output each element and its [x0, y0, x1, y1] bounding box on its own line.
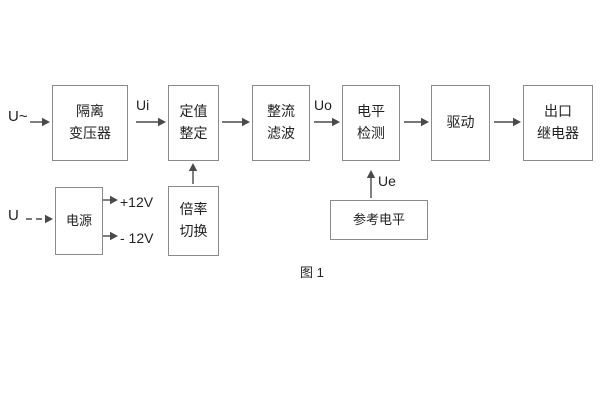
block-multiplier-switch: 倍率切换 [168, 186, 219, 256]
connector-level-to-drive [404, 117, 429, 127]
block-setting-value: 定值整定 [168, 85, 219, 161]
block-label-line: 整定 [179, 125, 208, 141]
label-signal-ui: Ui [136, 97, 150, 113]
block-label-line: 电平 [357, 103, 385, 120]
block-label-line: 隔离 [76, 103, 104, 120]
connector-dc-in-to-power [26, 214, 53, 224]
block-label-line: 变压器 [69, 125, 111, 141]
connector-multiplier-to-setting [188, 163, 198, 184]
connector-drive-to-relay [494, 117, 521, 127]
connector-isolation-to-setting [136, 117, 166, 127]
block-rectify-filter: 整流滤波 [252, 85, 310, 161]
block-label-line: 检测 [357, 125, 385, 141]
block-isolation-transformer: 隔离变压器 [52, 85, 128, 161]
block-reference-level: 参考电平 [330, 200, 428, 240]
label-rail-negative: - 12V [120, 230, 154, 246]
block-label-line: 定值 [179, 103, 208, 120]
connector-ac-in-to-isolation [30, 117, 50, 127]
block-level-detection: 电平检测 [342, 85, 400, 161]
block-label-line: 电源 [65, 212, 92, 228]
block-label-line: 倍率 [179, 201, 208, 218]
block-output-relay: 出口继电器 [523, 85, 593, 161]
block-label-line: 继电器 [537, 125, 579, 141]
block-label-line: 出口 [544, 103, 572, 120]
block-drive: 驱动 [431, 85, 490, 161]
label-input-ac: U~ [8, 108, 28, 125]
label-rail-positive: +12V [120, 194, 154, 210]
connector-power-rail-negative [103, 231, 118, 241]
block-label-line: 切换 [179, 223, 208, 239]
block-label-line: 参考电平 [352, 211, 405, 227]
block-power-supply: 电源 [55, 187, 103, 255]
block-label-line: 滤波 [267, 125, 295, 141]
connector-reference-to-level [366, 170, 376, 198]
label-signal-uo: Uo [314, 97, 332, 113]
connector-power-rail-positive [103, 195, 118, 205]
figure-caption: 图 1 [300, 265, 324, 280]
label-signal-ue: Ue [378, 173, 396, 189]
block-label-line: 整流 [267, 103, 295, 120]
connector-rectify-to-level [314, 117, 340, 127]
connector-setting-to-rectify [222, 117, 250, 127]
block-label-line: 驱动 [446, 114, 475, 131]
label-input-dc: U [8, 207, 19, 224]
